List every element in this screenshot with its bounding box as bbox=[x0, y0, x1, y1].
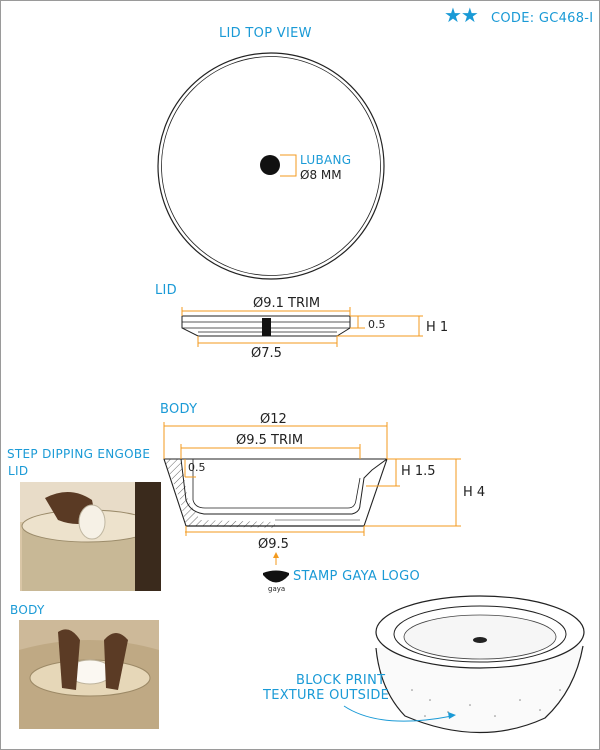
body-section-title: BODY bbox=[160, 402, 198, 417]
body-height-dimension: H 4 bbox=[463, 485, 486, 500]
photo-dipping-body bbox=[19, 620, 159, 729]
photo-dipping-lid bbox=[20, 482, 161, 591]
gaya-logo-text: gaya bbox=[268, 585, 286, 593]
body-base-dimension: Ø9.5 bbox=[258, 537, 289, 552]
photo-body-label: BODY bbox=[10, 603, 45, 617]
lid-thickness-dimension: 0.5 bbox=[368, 318, 386, 331]
rating-stars: ★★ bbox=[444, 3, 479, 27]
dipping-step-heading: STEP DIPPING ENGOBE bbox=[7, 447, 151, 461]
hole-dimension-bracket bbox=[280, 154, 297, 177]
gaya-logo-icon bbox=[263, 570, 289, 583]
body-dimensions bbox=[163, 422, 461, 536]
texture-note-line1: BLOCK PRINT bbox=[296, 673, 386, 688]
texture-leader-line bbox=[343, 705, 453, 722]
body-outer-dimension: Ø12 bbox=[260, 412, 287, 427]
photo-lid-label: LID bbox=[8, 464, 29, 478]
hole-label: LUBANG bbox=[300, 153, 352, 167]
lid-trim-dimension: Ø9.1 TRIM bbox=[253, 296, 321, 311]
body-wall-dimension: 0.5 bbox=[188, 461, 206, 474]
lid-section bbox=[181, 315, 351, 337]
texture-note-line2: TEXTURE OUTSIDE bbox=[263, 688, 390, 703]
lid-top-view-title: LID TOP VIEW bbox=[219, 26, 312, 41]
lid-section-title: LID bbox=[155, 283, 177, 298]
body-inner-height-dimension: H 1.5 bbox=[401, 464, 436, 479]
lid-bottom-dimension: Ø7.5 bbox=[251, 346, 282, 361]
stamp-label: STAMP GAYA LOGO bbox=[293, 569, 420, 584]
vent-hole bbox=[260, 155, 280, 175]
lid-dimensions bbox=[181, 307, 423, 347]
lid-height-dimension: H 1 bbox=[426, 320, 449, 335]
hole-size: Ø8 MM bbox=[300, 168, 342, 182]
product-code: CODE: GC468-I bbox=[491, 11, 594, 26]
body-trim-dimension: Ø9.5 TRIM bbox=[236, 433, 304, 448]
lid-top-circle bbox=[157, 52, 385, 280]
pot-rendering bbox=[375, 595, 585, 734]
